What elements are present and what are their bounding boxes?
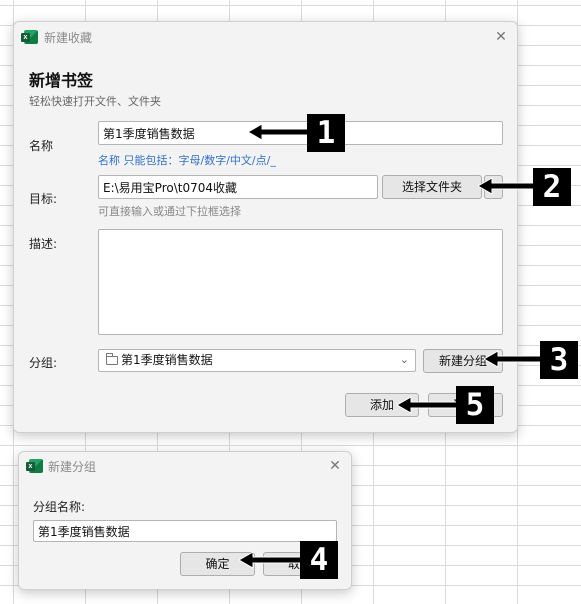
name-label: 名称 — [29, 139, 54, 153]
target-input[interactable] — [98, 175, 378, 199]
target-label: 目标: — [29, 192, 58, 206]
choose-folder-button[interactable]: 选择文件夹 — [382, 175, 482, 199]
folder-icon — [106, 353, 118, 365]
arrow-left-icon — [397, 396, 459, 414]
excel-app-icon — [21, 30, 38, 44]
target-hint: 可直接输入或通过下拉框选择 — [98, 205, 241, 218]
group-name-input[interactable] — [33, 520, 337, 542]
description-label: 描述: — [29, 237, 58, 251]
dialog-title: 新建收藏 — [44, 31, 93, 45]
group-select-value: 第1季度销售数据 — [121, 353, 213, 367]
group-label: 分组: — [29, 356, 58, 370]
close-icon[interactable]: ✕ — [495, 29, 507, 45]
group-dialog-title: 新建分组 — [48, 460, 97, 474]
dialog-titlebar: 新建收藏 ✕ — [14, 22, 517, 52]
arrow-left-icon — [478, 177, 536, 195]
arrow-left-icon — [248, 123, 310, 141]
name-hint: 名称 只能包括：字母/数字/中文/点/_ — [98, 152, 276, 168]
page-title: 新增书签 — [29, 71, 94, 90]
page-subtitle: 轻松快速打开文件、文件夹 — [29, 95, 161, 108]
callout-badge-4: 4 — [300, 541, 338, 579]
callout-badge-2: 2 — [533, 168, 571, 206]
name-hint-prefix: 名称 — [98, 154, 120, 167]
arrow-left-icon — [484, 350, 542, 368]
callout-badge-1: 1 — [307, 114, 345, 152]
close-icon[interactable]: ✕ — [329, 458, 341, 474]
excel-app-icon — [26, 459, 43, 473]
group-name-label: 分组名称: — [33, 500, 86, 514]
arrow-left-icon — [239, 551, 303, 569]
callout-badge-3: 3 — [540, 341, 578, 379]
new-group-dialog: 新建分组 ✕ 分组名称: 确定 取消 — [18, 451, 352, 590]
callout-badge-5: 5 — [456, 386, 494, 424]
description-textarea[interactable] — [98, 229, 503, 335]
ok-button[interactable]: 确定 — [180, 552, 255, 576]
name-hint-text: 只能包括：字母/数字/中文/点/_ — [123, 154, 276, 167]
group-select[interactable]: 第1季度销售数据 ⌄ — [98, 349, 416, 372]
new-favorite-dialog: 新建收藏 ✕ 新增书签 轻松快速打开文件、文件夹 名称 名称 只能包括：字母/数… — [13, 21, 518, 433]
chevron-down-icon: ⌄ — [399, 353, 409, 366]
